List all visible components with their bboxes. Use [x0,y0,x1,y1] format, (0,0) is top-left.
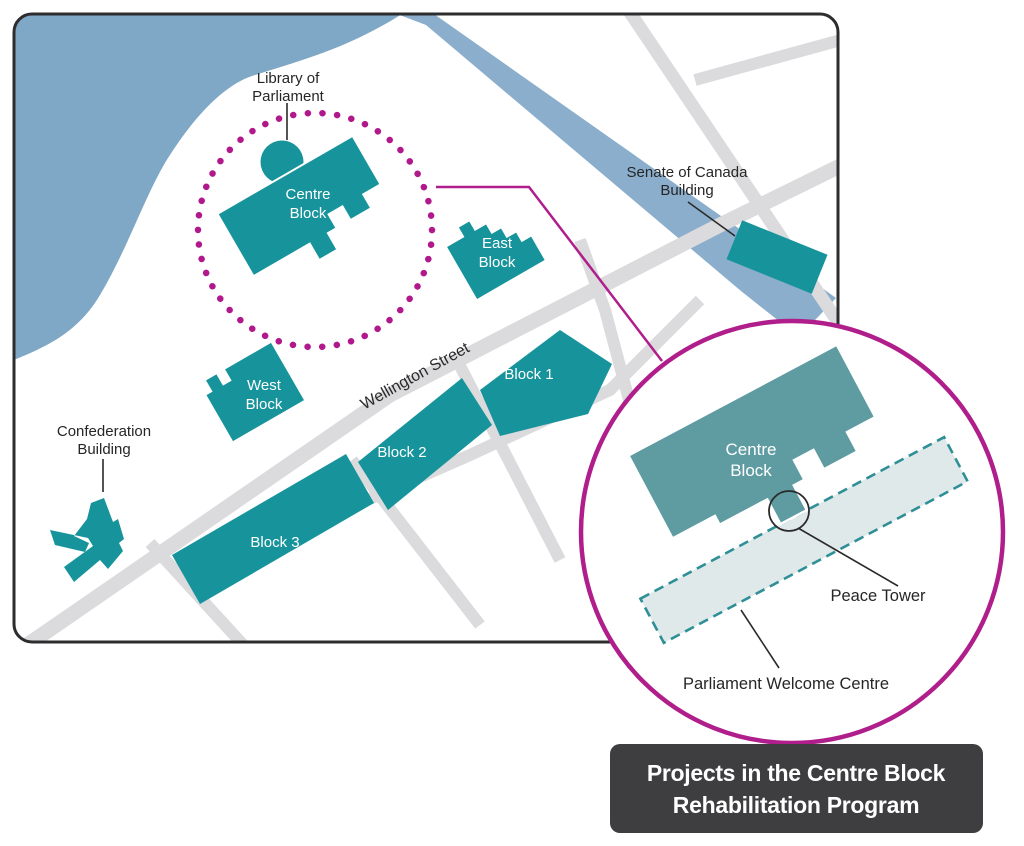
senate-label-line1: Senate of Canada [627,164,749,181]
block-3-label: Block 3 [250,534,299,551]
confederation-label-line1: Confederation [57,423,151,440]
street [452,359,566,563]
library-label-line1: Library of [257,70,320,87]
river-water [14,14,402,360]
map-content: Library of Parliament Centre Block East … [14,14,838,642]
west-block-label-line1: West [247,377,282,394]
centre-block-label-line2: Block [290,205,327,222]
senate-of-canada-building [726,220,828,294]
east-block-label-line2: Block [479,254,516,271]
centre-block-building [216,134,382,278]
confederation-building [50,498,124,582]
peace-tower-label: Peace Tower [830,587,926,605]
west-block-building [206,342,305,442]
street [693,32,838,86]
title-badge [610,744,983,833]
welcome-centre-leader-line [740,609,780,669]
block-2-label: Block 2 [377,444,426,461]
rehabilitation-zone-dotted-circle [194,109,436,351]
library-label-line2: Parliament [252,88,325,105]
senate-label-line2: Building [660,182,713,199]
block-3-building [172,454,374,604]
inset-connector-line [436,185,663,362]
peace-tower-circle [768,490,810,532]
inset-content: Centre Block Peace Tower Parliament Welc… [626,342,970,693]
centre-block-label-line1: Centre [285,186,330,203]
east-block-building [447,221,545,299]
welcome-centre-label: Parliament Welcome Centre [683,675,889,693]
parliament-welcome-centre-building [638,435,970,645]
wellington-street-road [15,155,838,642]
title-line1: Projects in the Centre Block [647,760,946,786]
street [145,538,273,642]
inset-centre-block-label-line2: Block [730,461,772,480]
title-line2: Rehabilitation Program [673,792,919,818]
block-2-building [358,378,492,510]
block-1-building [480,330,612,436]
canal-water [397,14,836,337]
inset-centre-block-label-line1: Centre [725,440,776,459]
inset-centre-block-building [626,342,877,541]
senate-leader-line [687,201,736,237]
peace-tower-leader-line [797,527,899,587]
east-block-label-line1: East [482,235,513,252]
block-1-label: Block 1 [504,366,553,383]
west-block-label-line2: Block [246,396,283,413]
confederation-label-line2: Building [77,441,130,458]
street [347,456,485,629]
